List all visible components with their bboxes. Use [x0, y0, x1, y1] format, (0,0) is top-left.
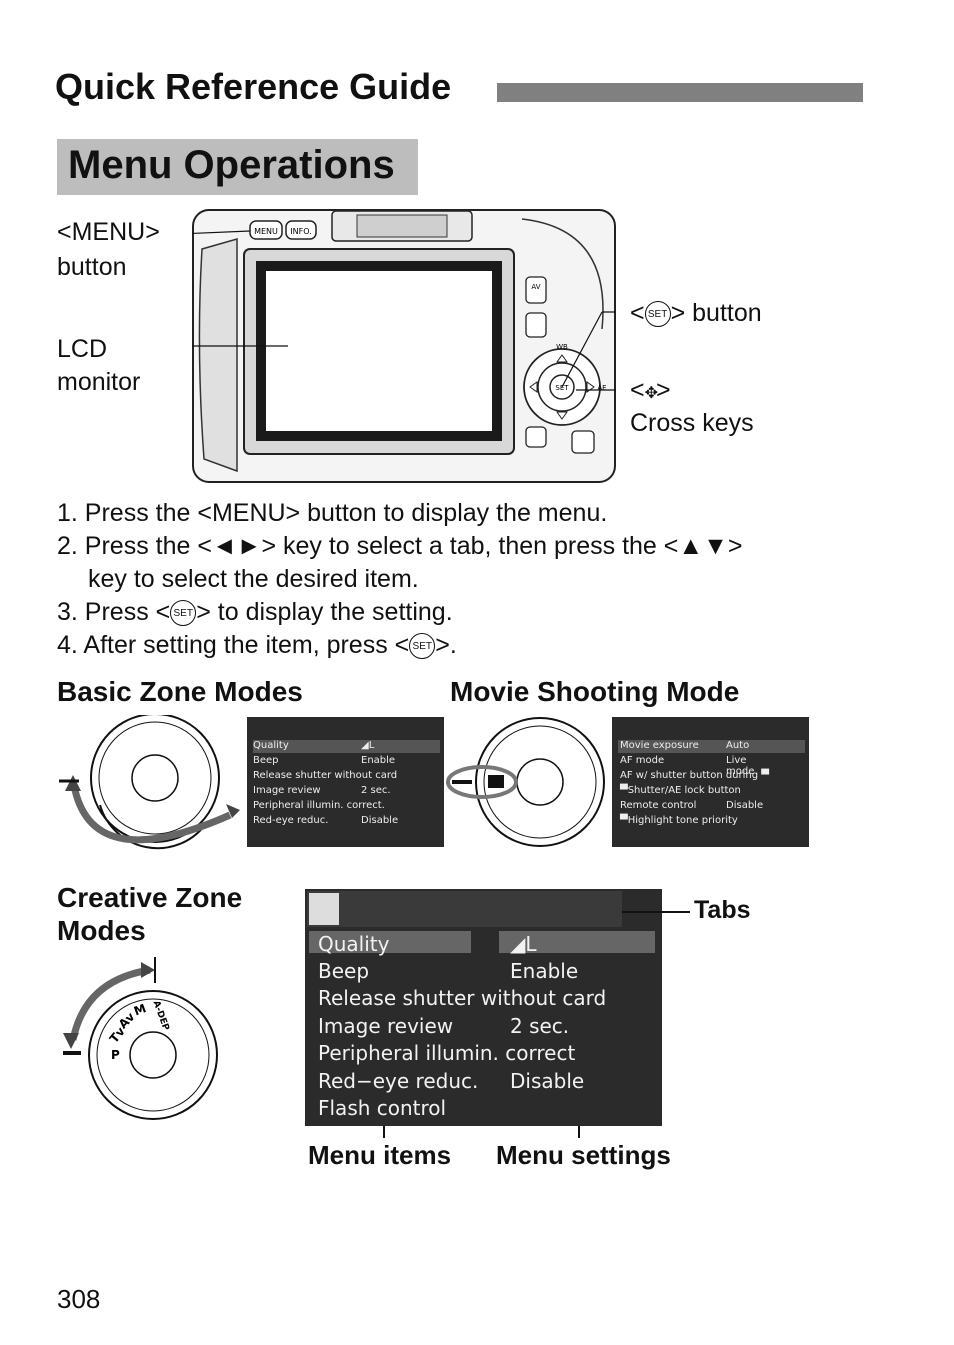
menu-value: Disable	[361, 815, 399, 826]
menu-button-label-line1: <MENU>	[57, 218, 160, 246]
section-title: Menu Operations	[68, 143, 395, 187]
menu-item: AF w/ shutter button during ▀	[620, 770, 769, 781]
menu-settings-label: Menu settings	[496, 1140, 671, 1170]
tabs-leader-line	[622, 911, 690, 913]
set-icon: SET	[170, 600, 197, 627]
menu-value: Live mode	[726, 755, 755, 777]
camera-back-illustration: MENU INFO. AV SET WB AE	[192, 209, 616, 483]
section-title-box	[57, 139, 418, 195]
lcd-label-line1: LCD	[57, 335, 108, 363]
av-hw-label: AV	[531, 283, 540, 291]
movie-mode-menu-screen	[612, 717, 809, 847]
creative-zone-title-line1: Creative Zone	[57, 882, 243, 913]
creative-zone-title-line2: Modes	[57, 915, 146, 946]
menu-value: 2 sec.	[510, 1014, 570, 1038]
menu-item[interactable]: Release shutter without card	[318, 986, 607, 1010]
menu-value: Auto	[726, 740, 750, 751]
menu-item[interactable]: Flash control	[318, 1096, 447, 1120]
basic-zone-menu-screen	[247, 717, 444, 847]
page-number: 308	[57, 1284, 101, 1314]
creative-zone-dial-illustration: P Tv Av M A-DEP	[63, 957, 218, 1120]
menu-item: Release shutter without card	[253, 770, 398, 781]
menu-item[interactable]: Image review	[318, 1014, 454, 1038]
menu-hw-label: MENU	[254, 227, 278, 236]
tabs-label: Tabs	[694, 896, 751, 924]
movie-mode-dial-illustration	[446, 717, 605, 847]
dial-m: M	[132, 1001, 148, 1018]
info-hw-label: INFO.	[290, 227, 311, 236]
menu-value: ◢L	[361, 740, 375, 751]
menu-value: Enable	[361, 755, 396, 766]
step-1: 1. Press the <MENU> button to display th…	[57, 499, 608, 527]
step-3: 3. Press <SET> to display the setting.	[57, 598, 453, 627]
menu-value: Enable	[510, 959, 579, 983]
menu-item[interactable]: Beep	[318, 959, 370, 983]
creative-zone-menu-screen	[305, 889, 662, 1126]
movie-mode-title: Movie Shooting Mode	[450, 676, 740, 707]
step-2-line2: key to select the desired item.	[88, 565, 419, 593]
menu-item: Remote control	[620, 800, 697, 811]
menu-item: Image review	[253, 785, 321, 796]
wb-hw-label: WB	[556, 343, 568, 351]
menu-items-label: Menu items	[308, 1140, 452, 1170]
menu-item: Quality	[253, 740, 289, 751]
ae-hw-label: AE	[597, 384, 606, 392]
up-down-icon: ▲▼	[678, 532, 728, 560]
menu-item[interactable]: Quality	[318, 932, 390, 956]
menu-item: ▀Shutter/AE lock button	[620, 785, 741, 796]
guide-title: Quick Reference Guide	[55, 66, 452, 107]
step-4: 4. After setting the item, press <SET>.	[57, 631, 457, 660]
menu-value: Disable	[510, 1069, 585, 1093]
menu-item: Beep	[253, 755, 279, 766]
set-icon: SET	[644, 301, 671, 328]
menu-item: Red-eye reduc.	[253, 815, 329, 826]
cross-keys-label-line2: Cross keys	[630, 409, 754, 437]
lcd-label-line2: monitor	[57, 368, 141, 396]
menu-item: Peripheral illumin. correct.	[253, 800, 385, 811]
cross-keys-icon: ✥	[644, 385, 658, 402]
set-icon: SET	[409, 633, 436, 660]
basic-zone-menu-items: Quality ◢L Beep Enable Release shutter wit…	[253, 740, 399, 830]
cross-keys-label: <✥>	[630, 376, 671, 404]
menu-tab-strip	[307, 891, 622, 927]
selected-row-highlight	[309, 931, 471, 953]
menu-value: 2 sec.	[361, 785, 391, 796]
menu-item: ▀Highlight tone priority	[620, 815, 738, 826]
menu-item: AF mode	[620, 755, 665, 766]
menu-button-label-line2: button	[57, 253, 127, 281]
basic-zone-dial-illustration	[59, 715, 240, 850]
set-hw-label: SET	[555, 384, 569, 392]
movie-mode-menu-items: Movie exposure Auto AF mode Live mode AF w…	[620, 740, 769, 830]
menu-item: Movie exposure	[620, 740, 699, 751]
set-button-label: <SET> button	[630, 299, 762, 328]
menu-value: ◢L	[510, 932, 537, 956]
menu-value: Disable	[726, 800, 764, 811]
dial-p: P	[111, 1048, 120, 1062]
step-2: 2. Press the <◄►> key to select a tab, t…	[57, 532, 743, 560]
left-right-icon: ◄►	[211, 532, 262, 560]
menu-item[interactable]: Peripheral illumin. correct	[318, 1041, 576, 1065]
basic-zone-title: Basic Zone Modes	[57, 676, 303, 707]
tab-shooting-1[interactable]	[309, 893, 339, 925]
menu-item[interactable]: Red−eye reduc.	[318, 1069, 479, 1093]
header-rule	[497, 83, 863, 102]
